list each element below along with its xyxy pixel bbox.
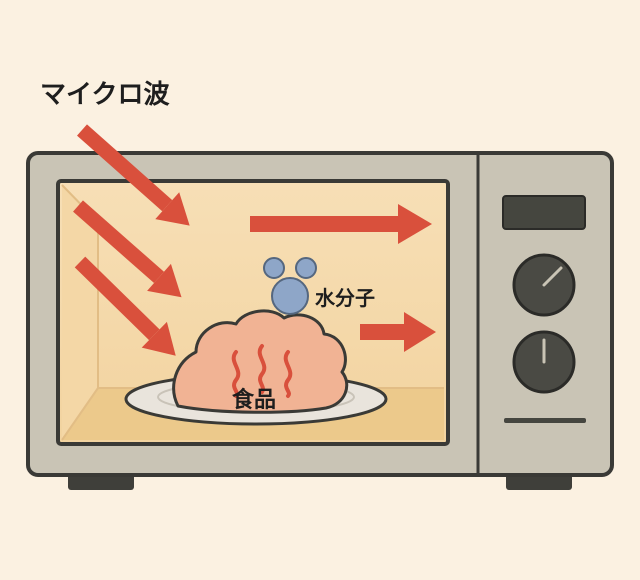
microwave-label: マイクロ波 bbox=[40, 80, 170, 110]
water-molecule-icon bbox=[263, 257, 317, 315]
food-item bbox=[172, 309, 349, 414]
heat-waves-icon bbox=[231, 344, 293, 398]
water-molecule-label: 水分子 bbox=[315, 286, 375, 310]
cavity-edge-bottom bbox=[61, 387, 99, 441]
dial-icon bbox=[512, 253, 576, 317]
food-label: 食品 bbox=[232, 388, 277, 413]
control-bar bbox=[504, 418, 586, 423]
timer-display bbox=[502, 195, 586, 230]
dial-icon bbox=[512, 330, 576, 394]
